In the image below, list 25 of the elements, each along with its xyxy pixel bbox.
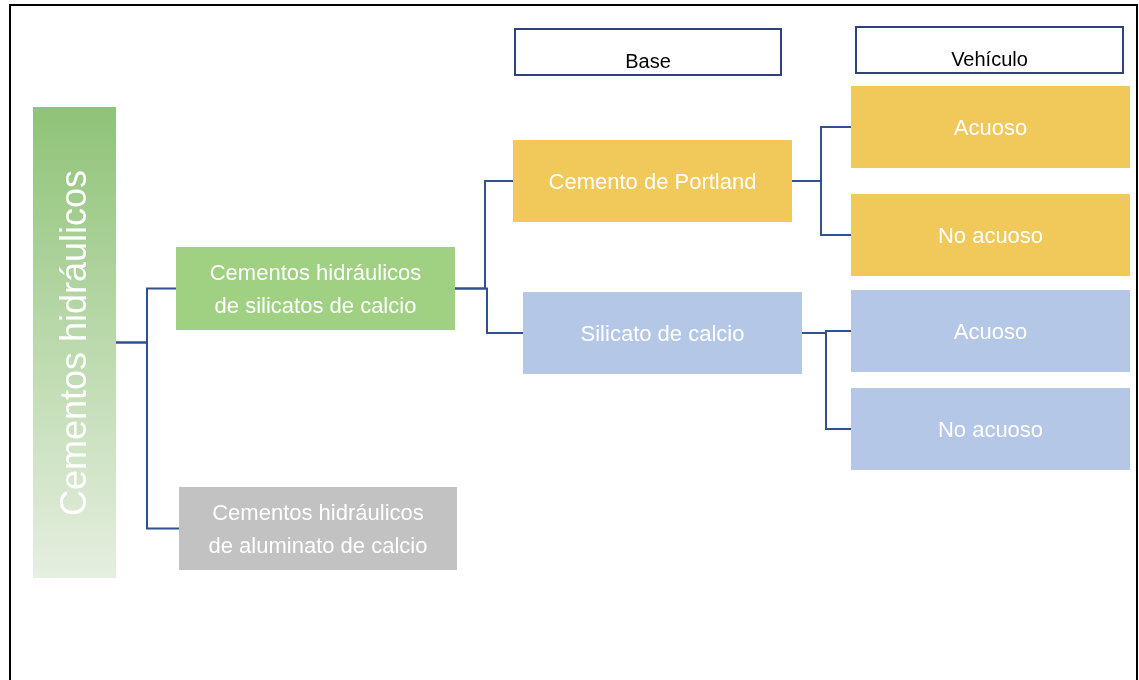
node-label: Cemento de Portland: [548, 167, 757, 196]
connector-line: [454, 287, 524, 334]
category-box: [179, 487, 457, 570]
category-box: [851, 388, 1130, 470]
node-label: Base: [625, 50, 671, 72]
category-box: [523, 292, 802, 374]
node-label: No acuoso: [937, 415, 1044, 444]
node-label: Acuoso: [953, 113, 1028, 142]
node-label: Acuoso: [953, 317, 1028, 346]
category-box: [851, 290, 1130, 372]
node-label: Cementos hidráulicos: [52, 169, 96, 516]
column-header: [514, 28, 782, 76]
node-label: Cementos hidráulicos de aluminato de calcio: [207, 498, 429, 560]
category-box: [851, 194, 1130, 276]
category-box: [176, 247, 455, 330]
node-label: No acuoso: [937, 221, 1044, 250]
column-header: [855, 26, 1124, 74]
category-box: [851, 86, 1130, 168]
connector-line: [801, 332, 852, 430]
category-box: [513, 140, 792, 222]
node-label: Cementos hidráulicos de silicatos de calcio: [208, 258, 423, 320]
node-label: Silicato de calcio: [580, 319, 745, 348]
category-bar: [33, 107, 116, 578]
node-label: Vehículo: [951, 48, 1028, 70]
connector-line: [115, 341, 180, 530]
